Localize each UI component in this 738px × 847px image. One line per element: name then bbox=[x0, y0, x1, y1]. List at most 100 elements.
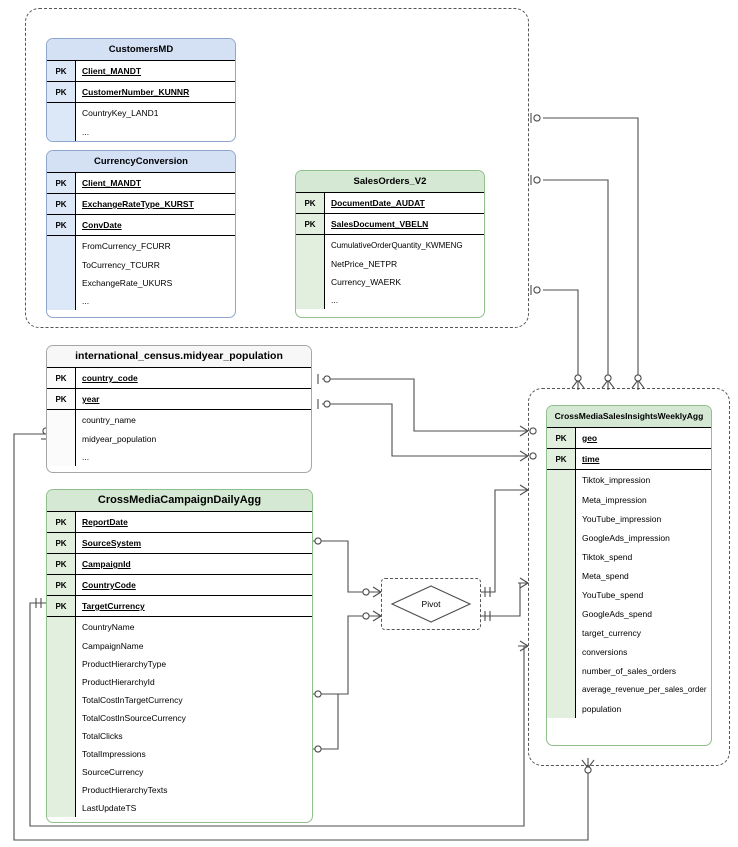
table-row[interactable]: ... bbox=[296, 291, 484, 309]
entity-international-census-midyear-population[interactable]: international_census.midyear_population … bbox=[46, 345, 312, 473]
attribute-name: average_revenue_per_sales_order bbox=[575, 680, 711, 699]
table-row[interactable]: TotalClicks bbox=[47, 727, 312, 745]
attribute-name: ProductHierarchyTexts bbox=[75, 781, 312, 799]
table-row[interactable]: PK country_code bbox=[47, 367, 311, 388]
pk-badge: PK bbox=[47, 215, 75, 235]
entity-title: CrossMediaCampaignDailyAgg bbox=[47, 490, 312, 511]
table-row[interactable]: ProductHierarchyType bbox=[47, 655, 312, 673]
table-row[interactable]: PK Client_MANDT bbox=[47, 60, 235, 81]
pk-badge: PK bbox=[47, 533, 75, 553]
attribute-name: target_currency bbox=[575, 623, 711, 642]
attribute-name: NetPrice_NETPR bbox=[324, 255, 484, 273]
entity-currencyconversion[interactable]: CurrencyConversion PK Client_MANDT PK Ex… bbox=[46, 150, 236, 318]
pk-badge bbox=[47, 655, 75, 673]
source-systems-container bbox=[25, 8, 529, 328]
table-row[interactable]: ToCurrency_TCURR bbox=[47, 256, 235, 274]
table-row[interactable]: country_name bbox=[47, 409, 311, 430]
table-row[interactable]: GoogleAds_spend bbox=[547, 604, 711, 623]
table-row[interactable]: Currency_WAERK bbox=[296, 273, 484, 291]
table-row[interactable]: LastUpdateTS bbox=[47, 799, 312, 817]
attribute-name: Tiktok_spend bbox=[575, 547, 711, 566]
attribute-name: conversions bbox=[575, 642, 711, 661]
table-row[interactable]: PK CustomerNumber_KUNNR bbox=[47, 81, 235, 102]
table-row[interactable]: PK time bbox=[547, 448, 711, 469]
entity-crossmediasalesinsightsweeklyagg[interactable]: CrossMediaSalesInsightsWeeklyAgg PK geo … bbox=[546, 405, 712, 746]
pk-badge: PK bbox=[547, 449, 575, 469]
table-row[interactable]: Meta_spend bbox=[547, 566, 711, 585]
table-row[interactable]: NetPrice_NETPR bbox=[296, 255, 484, 273]
pk-badge bbox=[296, 255, 324, 273]
table-row[interactable]: Tiktok_spend bbox=[547, 547, 711, 566]
table-row[interactable]: ... bbox=[47, 123, 235, 141]
table-row[interactable]: Meta_impression bbox=[547, 490, 711, 509]
pk-badge bbox=[47, 103, 75, 123]
pk-badge bbox=[547, 528, 575, 547]
table-row[interactable]: CumulativeOrderQuantity_KWMENG bbox=[296, 234, 484, 255]
table-row[interactable]: conversions bbox=[547, 642, 711, 661]
attribute-name: ... bbox=[75, 123, 235, 141]
attribute-name: FromCurrency_FCURR bbox=[75, 236, 235, 256]
table-row[interactable]: PK Client_MANDT bbox=[47, 172, 235, 193]
table-row[interactable]: PK geo bbox=[547, 427, 711, 448]
pk-badge bbox=[547, 680, 575, 699]
attribute-name: ... bbox=[324, 291, 484, 309]
attribute-name: midyear_population bbox=[75, 430, 311, 448]
table-row[interactable]: GoogleAds_impression bbox=[547, 528, 711, 547]
pk-badge bbox=[47, 691, 75, 709]
table-row[interactable]: ProductHierarchyId bbox=[47, 673, 312, 691]
pk-badge bbox=[547, 642, 575, 661]
entity-title: CustomersMD bbox=[47, 39, 235, 60]
table-row[interactable]: PK ReportDate bbox=[47, 511, 312, 532]
table-row[interactable]: CountryKey_LAND1 bbox=[47, 102, 235, 123]
entity-salesorders-v2[interactable]: SalesOrders_V2 PK DocumentDate_AUDAT PK … bbox=[295, 170, 485, 318]
attribute-name: DocumentDate_AUDAT bbox=[324, 193, 484, 213]
table-row[interactable]: TotalCostInTargetCurrency bbox=[47, 691, 312, 709]
table-row[interactable]: population bbox=[547, 699, 711, 718]
table-row[interactable]: PK ExchangeRateType_KURST bbox=[47, 193, 235, 214]
pk-badge: PK bbox=[47, 368, 75, 388]
attribute-name: population bbox=[575, 699, 711, 718]
table-row[interactable]: ProductHierarchyTexts bbox=[47, 781, 312, 799]
table-row[interactable]: number_of_sales_orders bbox=[547, 661, 711, 680]
table-row[interactable]: CampaignName bbox=[47, 637, 312, 655]
table-row[interactable]: PK SourceSystem bbox=[47, 532, 312, 553]
table-row[interactable]: PK ConvDate bbox=[47, 214, 235, 235]
table-row[interactable]: midyear_population bbox=[47, 430, 311, 448]
attribute-name: YouTube_impression bbox=[575, 509, 711, 528]
table-row[interactable]: ... bbox=[47, 448, 311, 466]
table-row[interactable]: ... bbox=[47, 292, 235, 310]
attribute-name: SourceSystem bbox=[75, 533, 312, 553]
attribute-name: ProductHierarchyType bbox=[75, 655, 312, 673]
table-row[interactable]: ExchangeRate_UKURS bbox=[47, 274, 235, 292]
table-row[interactable]: YouTube_spend bbox=[547, 585, 711, 604]
attribute-name: ExchangeRateType_KURST bbox=[75, 194, 235, 214]
entity-customersmd[interactable]: CustomersMD PK Client_MANDT PK CustomerN… bbox=[46, 38, 236, 142]
pk-badge: PK bbox=[47, 173, 75, 193]
entity-crossmediacampaigndailyagg[interactable]: CrossMediaCampaignDailyAgg PK ReportDate… bbox=[46, 489, 313, 823]
attribute-name: Meta_impression bbox=[575, 490, 711, 509]
attribute-name: CustomerNumber_KUNNR bbox=[75, 82, 235, 102]
table-row[interactable]: PK CountryCode bbox=[47, 574, 312, 595]
table-row[interactable]: Tiktok_impression bbox=[547, 469, 711, 490]
table-row[interactable]: PK CampaignId bbox=[47, 553, 312, 574]
table-row[interactable]: PK DocumentDate_AUDAT bbox=[296, 192, 484, 213]
table-row[interactable]: YouTube_impression bbox=[547, 509, 711, 528]
attribute-name: geo bbox=[575, 428, 711, 448]
table-row[interactable]: PK year bbox=[47, 388, 311, 409]
table-row[interactable]: target_currency bbox=[547, 623, 711, 642]
pk-badge bbox=[547, 490, 575, 509]
table-row[interactable]: FromCurrency_FCURR bbox=[47, 235, 235, 256]
attribute-name: TotalImpressions bbox=[75, 745, 312, 763]
attribute-name: TotalCostInSourceCurrency bbox=[75, 709, 312, 727]
attribute-name: Client_MANDT bbox=[75, 173, 235, 193]
table-row[interactable]: CountryName bbox=[47, 616, 312, 637]
table-row[interactable]: SourceCurrency bbox=[47, 763, 312, 781]
table-row[interactable]: TotalImpressions bbox=[47, 745, 312, 763]
pivot-node[interactable]: Pivot bbox=[392, 586, 470, 622]
table-row[interactable]: PK TargetCurrency bbox=[47, 595, 312, 616]
table-row[interactable]: PK SalesDocument_VBELN bbox=[296, 213, 484, 234]
table-row[interactable]: average_revenue_per_sales_order bbox=[547, 680, 711, 699]
table-row[interactable]: TotalCostInSourceCurrency bbox=[47, 709, 312, 727]
pk-badge bbox=[547, 547, 575, 566]
